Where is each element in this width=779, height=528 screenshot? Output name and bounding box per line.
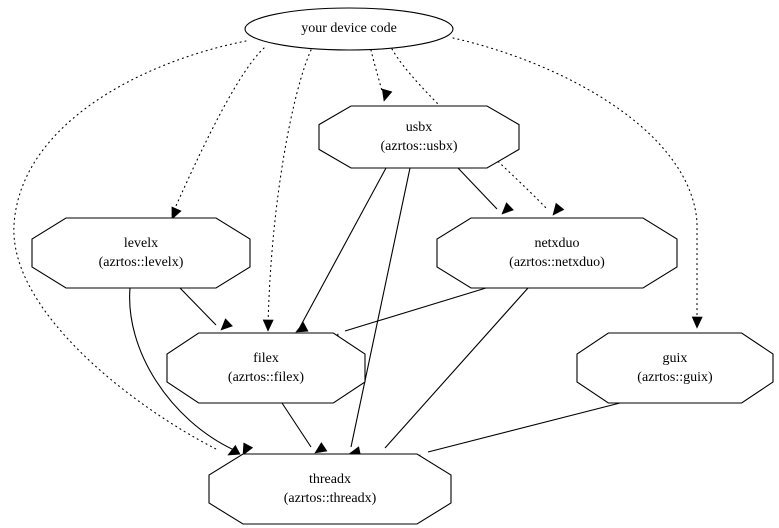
node-shape-ellipse <box>244 7 454 51</box>
edge-arrowhead <box>501 202 514 215</box>
edge-device-to-filex <box>262 49 312 332</box>
node-usbx[interactable]: usbx(azrtos::usbx) <box>318 105 520 169</box>
node-label-package: (azrtos::netxduo) <box>509 255 605 270</box>
edge-path <box>129 287 235 451</box>
edge-arrowhead <box>314 442 328 454</box>
node-label-primary: your device code <box>301 21 397 36</box>
node-filex[interactable]: filex(azrtos::filex) <box>166 332 366 404</box>
node-label-primary: levelx <box>124 236 158 251</box>
edge-path <box>427 402 621 453</box>
edge-path <box>457 167 498 210</box>
node-label-primary: threadx <box>309 472 351 487</box>
edge-path <box>171 47 265 216</box>
node-label-primary: netxduo <box>534 236 579 251</box>
edge-levelx-to-threadx <box>129 287 254 456</box>
edge-arrowhead <box>171 206 182 220</box>
edge-device-to-guix <box>452 37 703 329</box>
edge-path <box>391 48 549 211</box>
edge-path <box>281 402 312 448</box>
node-guix[interactable]: guix(azrtos::guix) <box>576 332 774 404</box>
node-label-package: (azrtos::threadx) <box>284 491 377 506</box>
node-shape-octagon <box>31 217 251 289</box>
edge-arrowhead <box>691 316 703 329</box>
edge-usbx-to-filex <box>295 167 387 333</box>
edge-path <box>350 167 411 448</box>
edge-path <box>370 49 383 92</box>
edge-path <box>13 40 247 450</box>
node-label-package: (azrtos::usbx) <box>381 139 458 154</box>
node-label-primary: filex <box>253 351 279 366</box>
node-shape-octagon <box>576 332 774 404</box>
edge-arrowhead <box>552 202 565 216</box>
node-label-primary: guix <box>663 351 688 366</box>
node-threadx[interactable]: threadx(azrtos::threadx) <box>208 453 452 525</box>
edge-path <box>344 287 487 332</box>
edge-arrowhead <box>381 88 393 102</box>
node-label-package: (azrtos::filex) <box>228 370 305 385</box>
edge-guix-to-threadx <box>411 402 621 468</box>
node-label-package: (azrtos::levelx) <box>99 255 184 270</box>
edge-netxduo-to-filex <box>329 287 487 347</box>
node-shape-octagon <box>166 332 366 404</box>
edge-arrowhead <box>227 444 241 456</box>
edge-arrowhead <box>295 321 309 333</box>
edge-usbx-to-netxduo <box>457 167 514 215</box>
edge-path <box>384 287 529 449</box>
edge-levelx-to-filex <box>179 287 233 331</box>
node-label-primary: usbx <box>406 120 432 135</box>
edge-path <box>179 287 217 326</box>
edge-device-to-threadx <box>13 40 247 456</box>
edge-device-to-netxduo <box>391 48 565 216</box>
edge-arrowhead <box>242 442 254 456</box>
edge-path <box>267 49 312 327</box>
edge-path <box>299 167 387 328</box>
edge-filex-to-threadx <box>281 402 328 454</box>
node-shape-octagon <box>436 217 678 289</box>
node-device[interactable]: your device code <box>244 7 454 51</box>
node-shape-octagon <box>208 453 452 525</box>
edge-device-to-levelx <box>171 47 265 220</box>
node-label-package: (azrtos::guix) <box>637 370 713 385</box>
node-levelx[interactable]: levelx(azrtos::levelx) <box>31 217 251 289</box>
edge-arrowhead <box>220 318 233 331</box>
node-netxduo[interactable]: netxduo(azrtos::netxduo) <box>436 217 678 289</box>
nodes-layer: your device codeusbx(azrtos::usbx)levelx… <box>31 7 774 525</box>
edge-arrowhead <box>262 319 274 332</box>
edge-device-to-usbx <box>370 49 393 102</box>
node-shape-octagon <box>318 105 520 169</box>
